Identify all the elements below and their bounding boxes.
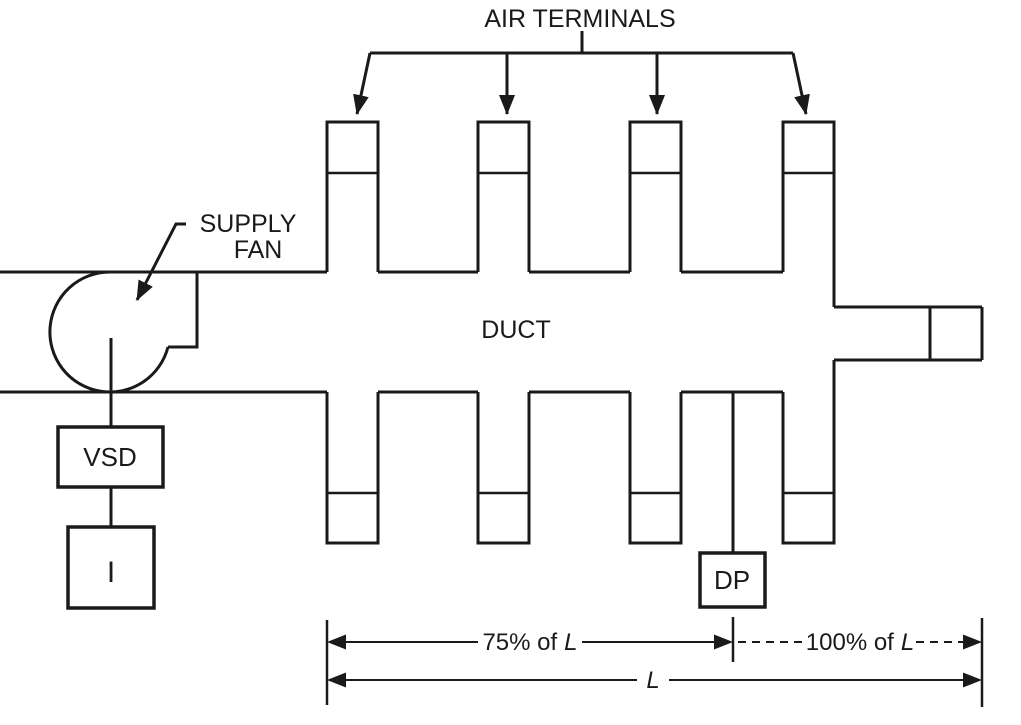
dimL-left-arrowhead xyxy=(327,672,346,688)
dimL-right-arrowhead xyxy=(963,672,982,688)
branch-duct-1 xyxy=(325,392,380,545)
supply-fan-label-line1: SUPPLY xyxy=(200,210,297,238)
arrow-to-supply-fan xyxy=(135,222,186,301)
air-terminal-1 xyxy=(325,120,380,272)
duct-end-section xyxy=(834,305,984,362)
branch-outline xyxy=(325,392,380,545)
end-duct-walls xyxy=(834,305,982,362)
arrow-to-terminal-4 xyxy=(791,52,810,115)
supply-fan-callout: SUPPLY FAN xyxy=(135,210,297,301)
duct-outline: DUCT xyxy=(0,270,783,394)
dimension-L: L xyxy=(327,667,982,694)
branch-outline xyxy=(628,392,683,545)
duct-label: DUCT xyxy=(481,316,550,344)
vsd-box: VSD xyxy=(56,425,165,527)
branch-duct-4 xyxy=(781,360,836,545)
supply-fan-label-line2: FAN xyxy=(234,236,283,264)
terminal-outline xyxy=(325,120,380,272)
branch-outline xyxy=(476,392,531,545)
dp-sensor: DP xyxy=(698,392,767,609)
supply-fan-symbol xyxy=(48,270,199,427)
terminal-outline xyxy=(781,120,836,307)
air-terminal-2 xyxy=(476,120,531,272)
branch-outline xyxy=(781,360,836,545)
air-terminals-callout: AIR TERMINALS xyxy=(353,5,810,115)
air-terminal-3 xyxy=(628,120,683,272)
air-terminals-label: AIR TERMINALS xyxy=(484,5,675,33)
terminal-outline xyxy=(628,120,683,272)
dim100-right-arrowhead xyxy=(963,634,982,650)
dim75-right-arrowhead xyxy=(714,634,733,650)
fan-discharge xyxy=(168,272,199,349)
inverter-box: I xyxy=(66,525,156,610)
vsd-label: VSD xyxy=(83,442,136,472)
dp-outline xyxy=(698,551,767,609)
branch-duct-3 xyxy=(628,392,683,545)
inverter-outline xyxy=(66,525,156,610)
dim75-left-arrowhead xyxy=(327,634,346,650)
air-terminal-4 xyxy=(781,120,836,307)
branch-duct-2 xyxy=(476,392,531,545)
air-terminals xyxy=(325,120,836,307)
terminal-outline xyxy=(476,120,531,272)
inverter-label: I xyxy=(107,556,115,589)
dimL-label: L xyxy=(646,667,659,694)
fan-scroll-arc xyxy=(48,270,170,394)
dp-label: DP xyxy=(714,565,750,595)
branch-ducts xyxy=(325,360,836,545)
arrow-to-terminal-1 xyxy=(353,52,372,115)
